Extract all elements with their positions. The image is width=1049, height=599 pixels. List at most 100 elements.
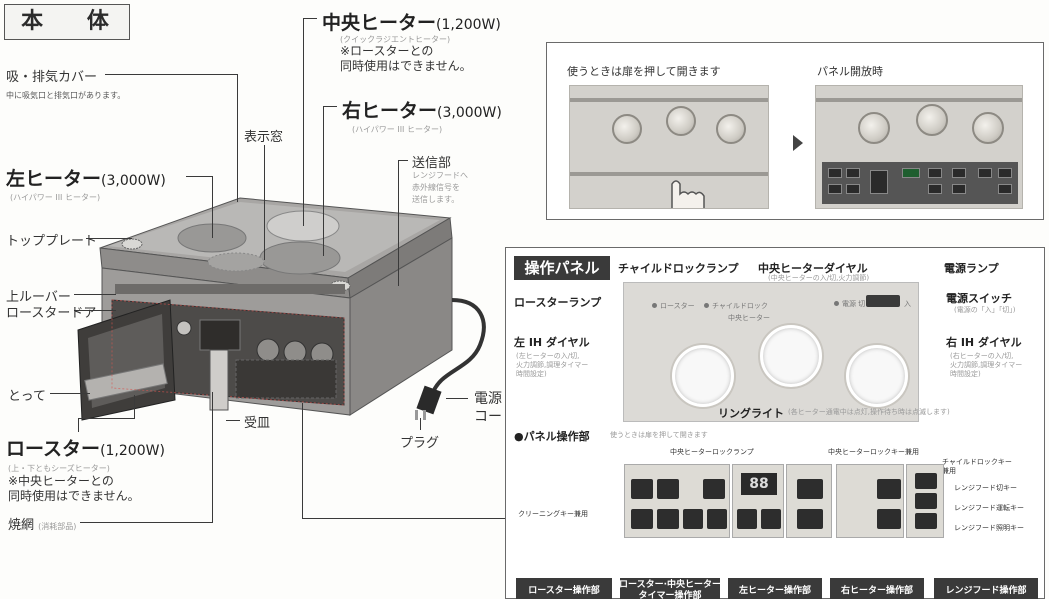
panel-ops-sub: 使うときは扉を押して開きます [610,431,708,439]
leader-line [446,398,468,399]
center-lock-lamp-label: 中央ヒーターロックランプ [670,448,754,456]
display-window-label: 表示窓 [244,130,284,145]
leader-line [86,238,132,239]
left-dial[interactable] [672,345,734,407]
leader-line [80,522,212,523]
hood-run-label: レンジフード運転キー [954,504,1024,512]
left-heater-key[interactable] [797,479,823,499]
right-dial-sub: (右ヒーターの入/切, 火力調節,調理タイマー 時間設定) [950,352,1023,378]
center-lock-key-label: 中央ヒーターロックキー兼用 [828,448,919,456]
roaster-key[interactable] [631,509,653,529]
hood-off-key[interactable] [915,473,937,489]
center-dial-sub: (中央ヒーターの入/切,火力調節) [768,274,870,282]
power-switch[interactable] [866,295,900,307]
roaster-key[interactable] [707,509,727,529]
roaster-key[interactable] [657,479,679,499]
operation-panel-box: 操作パネル チャイルドロックランプ 中央ヒーターダイヤル (中央ヒーターの入/切… [505,247,1045,599]
leader-line [302,518,505,519]
plug-label: プラグ [400,436,440,451]
door-caption: 使うときは扉を押して開きます [567,65,721,78]
drip-tray-label: 受皿 [244,416,271,431]
timer-key[interactable] [761,509,781,529]
leader-line [302,403,303,519]
roaster-lamp-label: ロースターランプ [514,296,602,309]
hand-pointer-icon [671,180,705,208]
leader-line [50,393,90,394]
leader-line [303,18,317,19]
power-switch-label: 電源スイッチ [946,292,1012,305]
right-heater-key[interactable] [877,509,901,529]
hood-keypad [906,464,944,538]
roaster-key[interactable] [631,479,653,499]
door-closed-photo [569,85,769,209]
roaster-lamp [652,303,657,308]
right-heater-ops-button: 右ヒーター操作部 [830,578,924,599]
upper-louver-label: 上ルーバー [6,290,71,305]
handle-label: とって [8,389,46,404]
panel-ops-label: ●パネル操作部 [514,430,590,443]
roaster-key[interactable] [683,509,703,529]
roaster-label: ロースター(1,200W) [6,438,165,460]
left-heater-ops-button: 左ヒーター操作部 [728,578,822,599]
intake-cover-sub: 中に吸気口と排気口があります。 [6,91,126,100]
roaster-keypad [624,464,730,538]
panel-face: ロースター チャイルドロック 中央ヒーター 電源 切 入 [623,282,919,422]
leader-line [398,160,408,161]
panel-open-caption: パネル開放時 [817,65,883,78]
roaster-sub: (上・下ともシーズヒーター) [8,464,110,473]
leader-line [237,74,238,202]
center-dial-label: 中央ヒーターダイヤル [758,262,868,275]
hood-run-key[interactable] [915,493,937,509]
panel-open-photo [815,85,1023,209]
roaster-note: ※中央ヒーターとの 同時使用はできません。 [8,474,140,503]
hood-off-label: レンジフード切キー [954,484,1017,492]
timer-ops-button: ロースター·中央ヒーター タイマー操作部 [619,578,721,599]
roaster-door-label: ロースタードア [6,306,97,321]
center-heater-note: ※ロースターとの 同時使用はできません。 [340,44,472,73]
arrow-icon [793,135,803,151]
leader-line [212,392,213,523]
leader-line [420,418,421,430]
child-lock-lamp [704,303,709,308]
hood-light-key[interactable] [915,513,937,529]
timer-key[interactable] [737,509,757,529]
transmitter-sub: レンジフードへ 赤外線信号を 送信します。 [412,171,468,204]
center-heater-label: 中央ヒーター(1,200W) [322,12,501,34]
left-heater-label: 左ヒーター(3,000W) [6,168,166,190]
left-heater-sub: (ハイパワー III ヒーター) [10,193,101,202]
left-heater-key[interactable] [797,509,823,529]
center-dial[interactable] [760,325,822,387]
right-heater-label: 右ヒーター(3,000W) [342,100,502,122]
leader-line [186,176,212,177]
child-lock-lamp-label: チャイルドロックランプ [618,262,739,275]
right-dial-label: 右 IH ダイヤル [946,336,1022,349]
timer-display: 88 [741,473,777,495]
ring-light-label: リングライト [718,407,784,420]
leader-line [74,294,116,295]
left-dial-sub: (左ヒーターの入/切, 火力調節,調理タイマー 時間設定) [516,352,589,378]
roaster-key[interactable] [657,509,679,529]
right-heater-keypad [836,464,904,538]
roaster-key[interactable] [703,479,725,499]
hood-light-label: レンジフード照明キー [954,524,1024,532]
power-lamp-label: 電源ランプ [944,262,999,275]
leader-line [78,418,79,432]
leader-line [74,310,116,311]
right-dial[interactable] [846,345,908,407]
leader-line [398,160,399,286]
leader-line [323,106,337,107]
leader-line [78,418,134,419]
right-heater-key[interactable] [877,479,901,499]
leader-line [212,176,213,238]
leader-line [226,420,240,421]
child-lock-key-label: チャイルドロックキー 兼用 [942,458,1012,475]
leader-line [323,106,324,256]
left-dial-label: 左 IH ダイヤル [514,336,590,349]
left-heater-keypad [786,464,832,538]
top-plate-label: トッププレート [6,234,98,249]
grill-net-label: 焼網 (消耗部品) [8,518,77,533]
intake-cover-label: 吸・排気カバー [6,70,98,85]
center-heater-sub: (クイックラジエントヒーター) [340,35,451,44]
page-title: 本 体 [4,4,130,40]
door-panel-box: 使うときは扉を押して開きます パネル開放時 [546,42,1044,220]
